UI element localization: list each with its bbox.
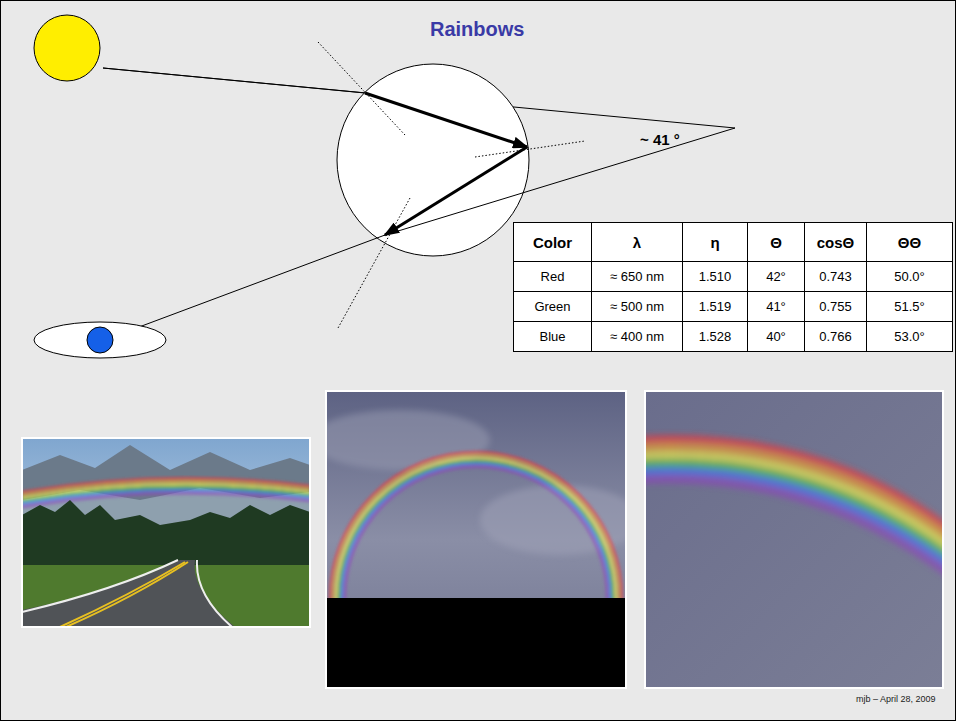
normal-line: [318, 42, 405, 135]
table-cell: 0.743: [804, 261, 867, 292]
pupil: [87, 327, 113, 353]
table-cell: 51.5°: [866, 291, 953, 322]
table-cell: Blue: [513, 321, 592, 352]
rainbow-photo: [22, 438, 310, 627]
ray-to-eye: [115, 235, 385, 336]
exit-ray: [385, 128, 735, 235]
table-cell: Green: [513, 291, 592, 322]
table-cell: 1.519: [682, 291, 748, 322]
table-cell: 53.0°: [866, 321, 953, 352]
table-cell: 40°: [747, 321, 805, 352]
table-cell: 41°: [747, 291, 805, 322]
table-cell: 0.766: [804, 321, 867, 352]
table-cell: ≈ 400 nm: [591, 321, 683, 352]
normal-line: [338, 198, 410, 328]
eye: [34, 322, 166, 358]
rendered-rainbow: [326, 391, 626, 688]
slide-title: Rainbows: [430, 18, 524, 41]
table-header: Color: [513, 222, 592, 262]
sun-ray: [103, 68, 365, 93]
sun: [34, 15, 100, 81]
table-cell: 1.510: [682, 261, 748, 292]
table-cell: Red: [513, 261, 592, 292]
water-droplet: [337, 64, 529, 256]
table-header: cosΘ: [804, 222, 867, 262]
footer-note: mjb – April 28, 2009: [856, 694, 936, 704]
table-cell: 0.755: [804, 291, 867, 322]
table-header: η: [682, 222, 748, 262]
angle-label: ~ 41 °: [640, 131, 680, 148]
photo-frame: [22, 438, 310, 627]
photo-frame: [326, 391, 626, 688]
table-cell: 50.0°: [866, 261, 953, 292]
normal-line: [475, 141, 585, 157]
table-cell: ≈ 500 nm: [591, 291, 683, 322]
table-header: λ: [591, 222, 683, 262]
photo-frame: [645, 391, 943, 688]
table-header: ΘΘ: [866, 222, 953, 262]
reflected-ray: [385, 147, 527, 235]
table-cell: 42°: [747, 261, 805, 292]
refracted-ray: [365, 93, 527, 147]
table-cell: 1.528: [682, 321, 748, 352]
table-header: Θ: [747, 222, 805, 262]
rainbow-closeup: [645, 391, 943, 688]
table-cell: ≈ 650 nm: [591, 261, 683, 292]
